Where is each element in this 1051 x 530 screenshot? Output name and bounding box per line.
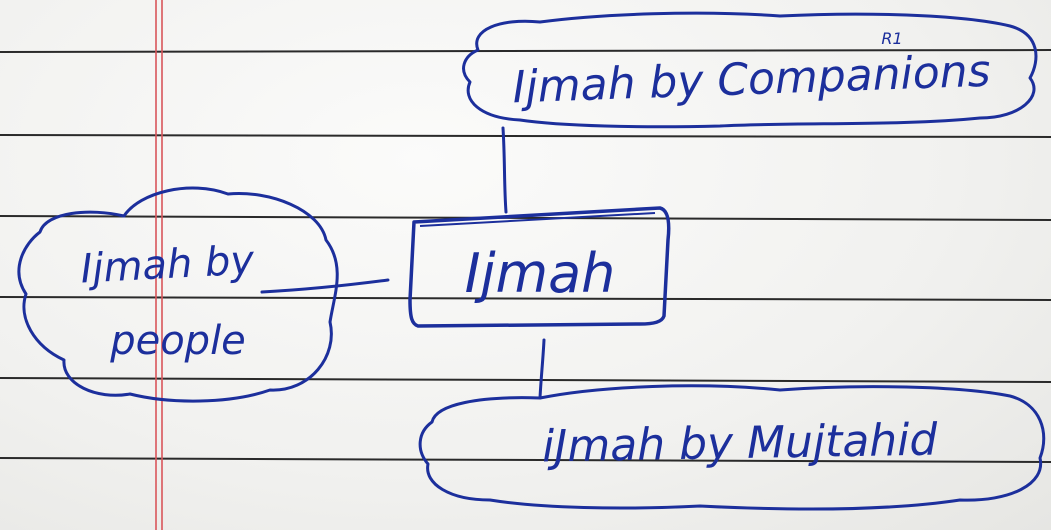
top-node-label: Ijmah by Companions: [512, 46, 992, 114]
rule-line: [0, 49, 1051, 53]
connector-left: [260, 278, 390, 294]
connector-bottom: [538, 338, 546, 400]
bottom-node: iJmah by Mujtahid: [418, 384, 1046, 511]
bottom-node-label: iJmah by Mujtahid: [542, 415, 939, 473]
top-node-superscript: R1: [881, 29, 902, 48]
rule-line: [0, 134, 1051, 138]
center-box: [408, 206, 671, 328]
margin-lines: [155, 0, 163, 530]
connector-top: [501, 126, 508, 214]
rule-line: [0, 215, 1051, 221]
left-node-label-line1: Ijmah by: [79, 237, 256, 292]
center-node-label: Ijmah: [465, 242, 616, 305]
rule-line: [0, 296, 1051, 301]
left-cloud: [17, 186, 339, 403]
bottom-cloud: [418, 384, 1046, 511]
top-cloud: [462, 11, 1038, 129]
top-node: Ijmah by Companions R1: [462, 11, 1038, 129]
center-box-inner-stroke: [419, 212, 656, 227]
left-node: Ijmah by people: [17, 186, 339, 403]
connectors: [260, 126, 546, 400]
rule-line: [0, 377, 1051, 383]
center-node: Ijmah: [408, 206, 671, 328]
ruled-lines: [0, 49, 1051, 463]
rule-line: [0, 457, 1051, 463]
left-node-label-line2: people: [109, 318, 246, 364]
